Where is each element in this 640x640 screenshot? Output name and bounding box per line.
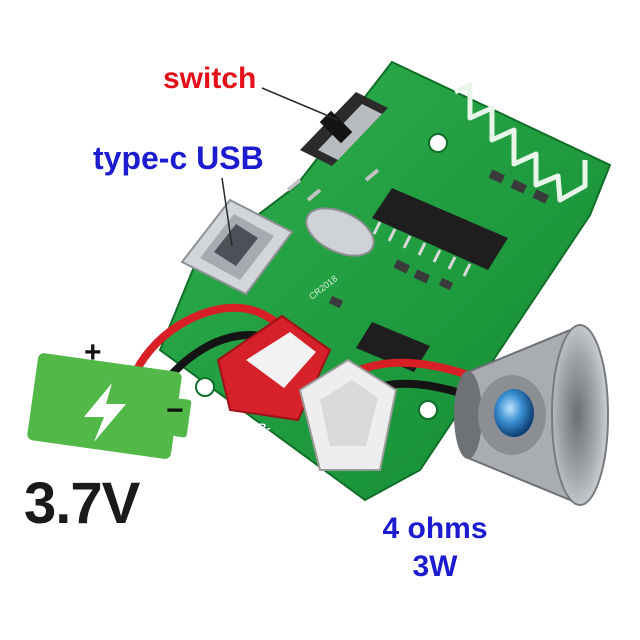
usb-label: type-c USB bbox=[93, 140, 264, 176]
crystal-oscillator bbox=[305, 207, 375, 257]
connector-b-plus-label: B+ bbox=[225, 409, 241, 423]
switch-label: switch bbox=[163, 62, 257, 95]
connector-b-minus-label: B- bbox=[258, 421, 271, 435]
mount-hole bbox=[428, 133, 448, 153]
smd-components bbox=[328, 169, 550, 309]
mount-hole bbox=[418, 400, 438, 420]
power-label: 3W bbox=[412, 550, 458, 583]
usb-c-port bbox=[180, 198, 294, 296]
impedance-label: 4 ohms bbox=[382, 512, 488, 545]
battery-charging-icon bbox=[27, 353, 192, 459]
battery-minus-mark: − bbox=[166, 394, 184, 427]
slide-switch bbox=[286, 92, 388, 202]
speaker-connector bbox=[298, 358, 398, 471]
speaker-icon bbox=[454, 324, 609, 506]
mount-hole bbox=[195, 377, 215, 397]
main-chip bbox=[372, 188, 508, 277]
leader-lines bbox=[221, 87, 339, 247]
battery-plus-mark: + bbox=[84, 336, 102, 369]
voltage-label: 3.7V bbox=[24, 471, 140, 536]
antenna-trace bbox=[453, 82, 588, 203]
